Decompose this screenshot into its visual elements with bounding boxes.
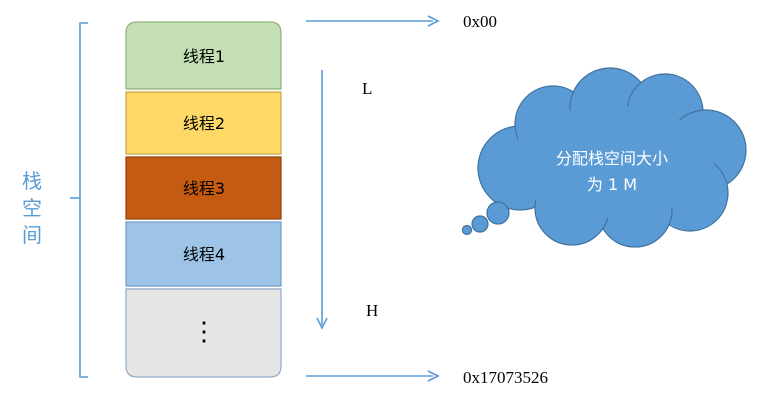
high-address-label: H (366, 301, 378, 320)
thread-stack-column (125, 21, 282, 378)
thread-block-4-label: 线程4 (183, 245, 225, 264)
thought-cloud (477, 67, 747, 248)
top-address-label: 0x00 (463, 12, 497, 31)
thread-block-1 (125, 21, 282, 90)
address-growth-arrow (316, 70, 328, 330)
stack-space-label-char-1: 栈 (22, 169, 42, 193)
thread-block-3-label: 线程3 (183, 179, 225, 198)
thread-block-more-label: ⋮ (191, 317, 217, 346)
thread-block-4 (125, 221, 282, 287)
thought-bubbles (461, 201, 510, 236)
thread-block-3 (125, 156, 282, 220)
top-address-arrow (306, 15, 440, 27)
thread-block-1-label: 线程1 (183, 47, 225, 66)
cloud-text-line-1: 分配栈空间大小 (556, 149, 668, 168)
cloud-text-line-2: 为 1 M (587, 175, 637, 194)
stack-space-label-char-2: 空 (22, 196, 42, 220)
bottom-address-arrow (306, 370, 440, 382)
thread-block-2-label: 线程2 (183, 114, 225, 133)
low-address-label: L (362, 79, 372, 98)
bottom-address-label: 0x17073526 (463, 368, 548, 387)
stack-space-bracket (70, 22, 88, 378)
stack-space-label-char-3: 间 (22, 223, 42, 247)
thread-block-more (125, 288, 282, 378)
thread-block-2 (125, 91, 282, 155)
